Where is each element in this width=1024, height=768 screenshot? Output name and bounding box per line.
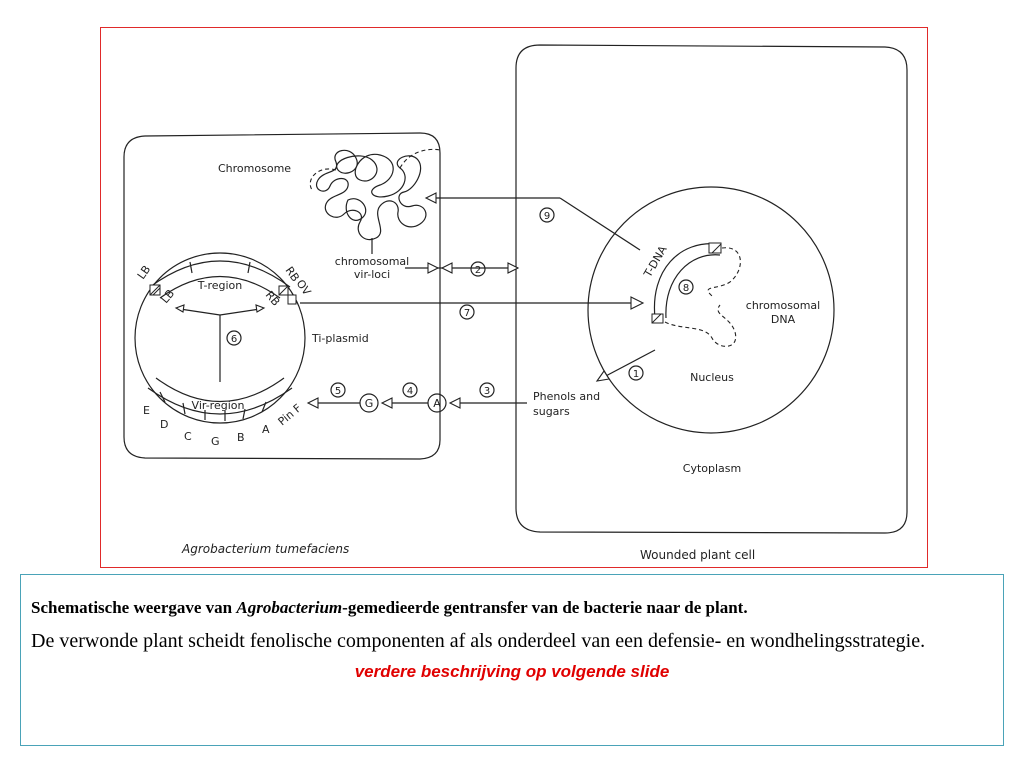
caption-box: Schematische weergave van Agrobacterium-… — [20, 574, 1004, 746]
step4-number: 4 — [407, 386, 413, 397]
chromosomal-dna-label-2: DNA — [771, 313, 796, 326]
step5-number: 5 — [335, 386, 341, 397]
caption-title-suffix: -gemedieerde gentransfer van de bacterie… — [342, 598, 748, 617]
step8-number: 8 — [683, 283, 689, 294]
plant-cell-outline — [515, 44, 908, 534]
circle-g-label: G — [365, 397, 374, 410]
step6-number: 6 — [231, 334, 237, 345]
t-region-band — [149, 260, 291, 288]
step1-line — [601, 349, 656, 379]
vir-gene-dividers — [159, 391, 267, 421]
chromosome-label: Chromosome — [218, 162, 291, 175]
transfer-diagram: 9 2 7 3 4 5 6 8 1 Chromosome chromosomal… — [123, 44, 908, 562]
chromosomal-dna-dash — [664, 247, 741, 347]
circle-a-label: A — [433, 397, 441, 410]
phenols-label-2: sugars — [533, 405, 570, 418]
vir-gene-pinf: Pin F — [276, 401, 304, 428]
vir-gene-e: E — [143, 404, 150, 417]
chromosomal-dna-label-1: chromosomal — [746, 299, 820, 312]
ti-plasmid-label: Ti-plasmid — [311, 332, 369, 345]
caption-body: De verwonde plant scheidt fenolische com… — [31, 630, 926, 652]
vir-gene-g: G — [211, 435, 220, 448]
lb-outer-label: LB — [135, 263, 153, 282]
t-dna-band — [653, 243, 719, 319]
chromosomal-vir-loci-label-1: chromosomal — [335, 255, 409, 268]
t-dna-label: T-DNA — [641, 243, 670, 280]
step9-number: 9 — [544, 211, 550, 222]
vir-gene-a: A — [262, 423, 270, 436]
step-markers — [226, 207, 694, 398]
wounded-plant-cell-label: Wounded plant cell — [640, 548, 755, 562]
vir-gene-c: C — [184, 430, 192, 443]
phenols-label-1: Phenols and — [533, 390, 600, 403]
circle-a — [427, 393, 447, 413]
chromosome-tangle — [316, 149, 427, 241]
ov-box — [287, 294, 297, 305]
figure-frame — [100, 27, 928, 568]
cytoplasm-label: Cytoplasm — [683, 462, 741, 475]
nucleus-label: Nucleus — [690, 371, 734, 384]
t-region-label: T-region — [197, 279, 242, 292]
bacterium-outline — [123, 132, 441, 460]
circle-g — [359, 393, 379, 413]
lb-inner-label: LB — [158, 287, 177, 306]
vir-gene-b: B — [237, 431, 245, 444]
agrobacterium-label: Agrobacterium tumefaciens — [181, 542, 349, 556]
caption-title: Schematische weergave van Agrobacterium-… — [31, 597, 993, 619]
nucleus-outline — [587, 186, 835, 434]
step7-number: 7 — [464, 308, 470, 319]
step1-number: 1 — [633, 369, 639, 380]
vir-region-label: Vir-region — [192, 399, 245, 412]
chromosomal-vir-loci-label-2: vir-loci — [354, 268, 390, 281]
ti-plasmid-circle — [134, 252, 306, 424]
vir-gene-d: D — [160, 418, 168, 431]
caption-title-prefix: Schematische weergave van — [31, 598, 237, 617]
chromosome-dash-left — [309, 168, 337, 191]
chromosome-dash-right — [399, 148, 441, 169]
step3-number: 3 — [484, 386, 490, 397]
step2-number: 2 — [475, 265, 481, 276]
caption-title-italic: Agrobacterium — [236, 598, 343, 617]
caption-more-link[interactable]: verdere beschrijving op volgende slide — [354, 662, 670, 681]
vir-region-band — [147, 387, 293, 415]
